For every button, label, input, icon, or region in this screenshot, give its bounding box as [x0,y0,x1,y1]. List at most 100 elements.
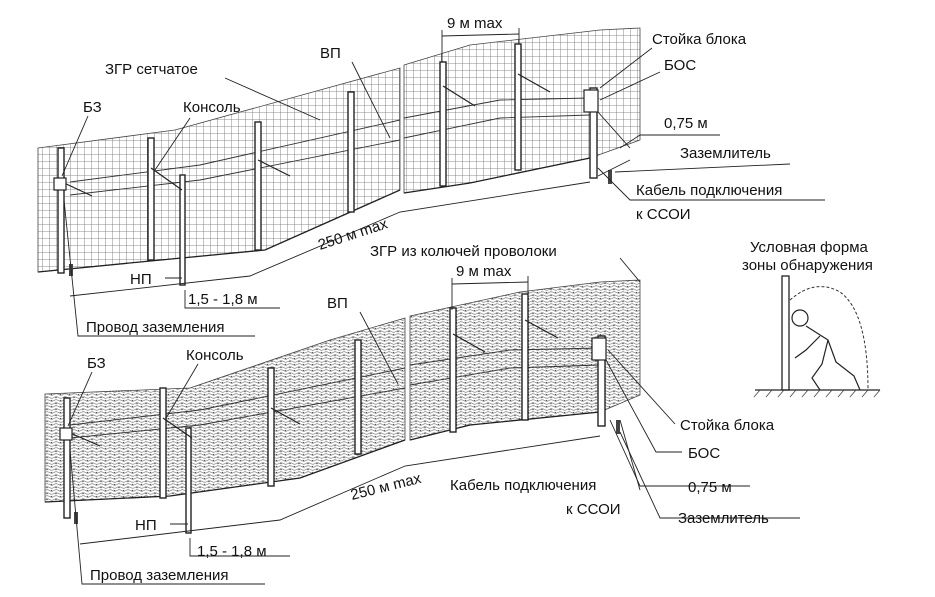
top-np-support-post [179,174,186,286]
top-zgr-leader [224,77,321,121]
bottom-bz-leader [67,371,93,427]
top-spacing-label: 9 м max [447,15,503,32]
top-console-label: Консоль [183,99,241,116]
bottom-console-2 [162,417,193,439]
bottom-ground-line-right [409,411,601,441]
bottom-np-support-post [185,427,192,534]
top-cable-label-1: Кабель подключения [636,182,782,199]
bottom-cable-label-2: к ССОИ [566,501,621,518]
top-vp-label: ВП [320,45,341,62]
bottom-zgr-label: ЗГР из колючей проволоки [370,243,557,260]
bottom-post-leader [607,349,676,425]
top-cable-label-2: к ССОИ [636,206,691,223]
bottom-range-label: 1,5 - 1,8 м [197,543,267,560]
bottom-detection-wire-lower [69,387,406,439]
top-post-6 [514,43,522,171]
top-bos-unit [583,89,599,113]
bottom-bos-leader [605,359,682,453]
top-post-5 [439,61,447,187]
bottom-post-1 [63,397,71,519]
top-grounder-label: Заземлитель [680,145,771,162]
bottom-height-label: 0,75 м [688,479,732,496]
bottom-console-leader [164,363,199,421]
top-grounder-leader [614,163,791,173]
top-ground-line [37,189,401,273]
bottom-fence: ЗГР из колючей проволоки ВП БЗ Консоль 9… [44,243,800,585]
top-range-leader [184,290,280,309]
top-detection-wire-upper [69,119,401,183]
bottom-post-7 [597,335,606,427]
bottom-grounder-label: Заземлитель [678,510,769,527]
top-console-leader [154,117,191,171]
top-ground-line-right [403,157,591,194]
bottom-ground-wire-leader [69,449,265,585]
top-cable-leader [597,167,825,201]
top-post-7 [589,87,598,179]
bottom-cable-label-1: Кабель подключения [450,477,596,494]
bottom-detection-wire-upper [69,367,406,426]
bottom-length-label: 250 м max [349,470,423,504]
top-post-2 [147,137,155,261]
bottom-ground-line [44,439,406,503]
detection-zone-post [781,275,790,391]
top-range-label: 1,5 - 1,8 м [188,291,258,308]
top-ground-wire-leader [63,199,255,337]
bottom-zgr-leader [619,257,641,283]
top-post-3 [254,121,262,251]
bottom-np-label: НП [135,517,157,534]
top-post-label: Стойка блока [652,31,747,48]
bottom-detection-wire-upper-right [409,347,601,366]
top-grounder-stake [608,170,612,184]
bottom-post-label: Стойка блока [680,417,775,434]
bottom-post-4 [354,339,362,455]
bottom-bos-label: БОС [688,445,720,462]
detection-zone-title-line1: Условная форма [750,239,869,256]
bottom-console-3 [270,407,301,425]
bottom-console-1 [67,431,101,447]
bottom-vp-leader [359,311,399,385]
top-console-4 [442,85,476,107]
bottom-post-6 [521,293,529,421]
bottom-barbed-panel-left [44,317,406,503]
top-console-1 [61,181,93,197]
top-detection-wire-lower [69,139,401,196]
bottom-cable-leader [619,419,641,491]
bottom-post-3 [267,367,275,487]
top-console-5 [517,73,551,93]
top-np-label: НП [130,271,152,288]
bottom-height-leader [609,419,750,487]
bottom-console-label: Консоль [186,347,244,364]
bottom-range-leader [189,538,290,557]
top-post-leader [599,47,653,89]
bottom-console-4 [452,333,486,353]
detection-zone-outline [789,286,869,391]
bottom-post-2 [159,387,167,499]
intruder-figure [791,309,861,391]
top-ground-wire-label: Провод заземления [86,319,225,336]
bottom-grounder-leader [619,431,800,519]
top-console-3 [257,159,291,177]
bottom-bos-unit [591,337,607,361]
top-height-label: 0,75 м [664,115,708,132]
bottom-vp-label: ВП [327,295,348,312]
top-fence: ЗГР сетчатое ВП БЗ Консоль 9 м max Стойк… [37,15,825,337]
top-console-2 [150,167,183,191]
bottom-detection-wire-lower-right [409,364,601,386]
top-bos-label: БОС [664,57,696,74]
top-bos-leader [599,71,661,101]
bottom-bz-label: БЗ [87,355,106,372]
bottom-post-5 [449,307,457,433]
top-bz-unit [53,177,67,191]
bottom-ground-wire-label: Провод заземления [90,567,229,584]
top-detection-wire-lower-right [403,114,591,139]
bottom-console-5 [524,319,559,339]
bottom-spacing-label: 9 м max [456,263,512,280]
detection-zone-inset: Условная форма зоны обнаружения [742,239,881,398]
top-zgr-label: ЗГР сетчатое [105,61,198,78]
top-bz-label: БЗ [83,99,102,116]
top-height-leader [619,134,720,149]
bottom-bz-unit [59,427,73,441]
top-vp-leader [351,61,391,139]
ground-hatching [753,389,881,398]
